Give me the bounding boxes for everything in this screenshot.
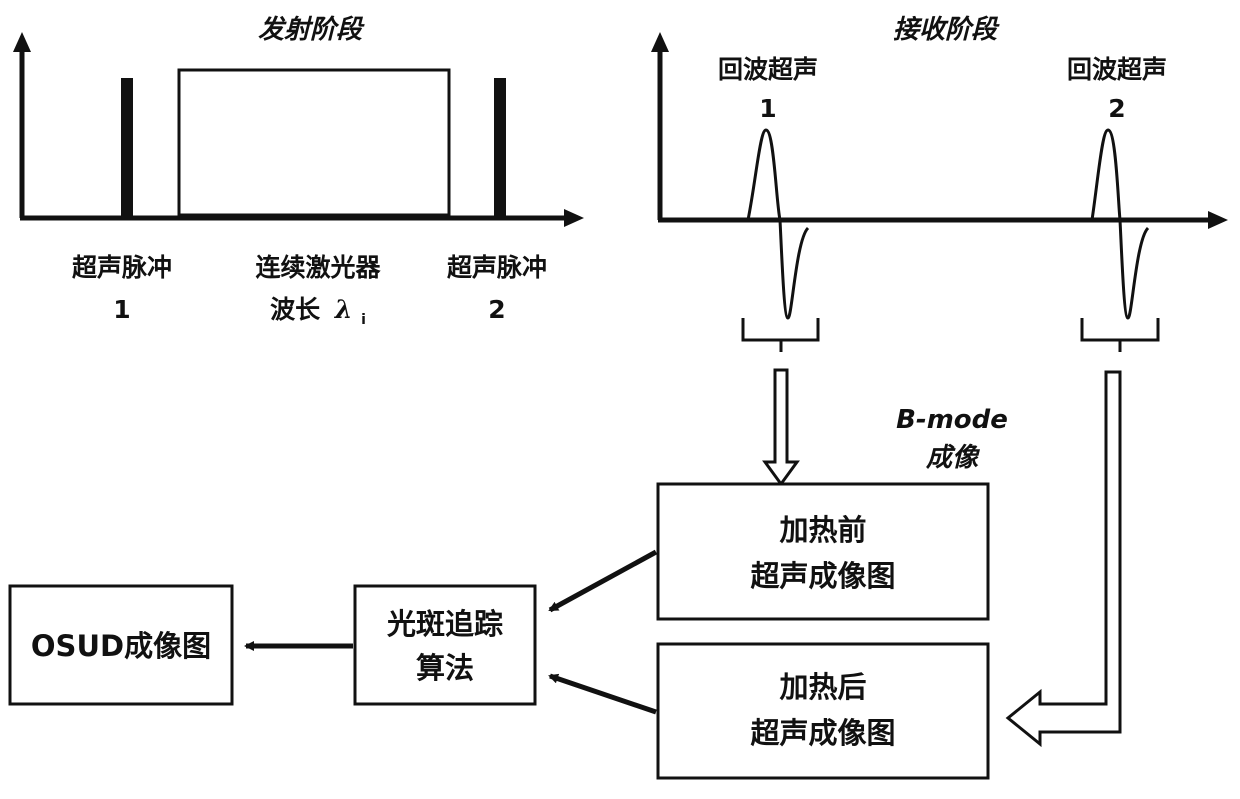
transmit-stage-title: 发射阶段	[258, 15, 365, 45]
echo-1-to-before-arrow	[765, 370, 797, 484]
laser-wavelength-subscript: i	[361, 312, 366, 328]
echo-2-label-line1: 回波超声	[1067, 55, 1167, 84]
after-heating-box	[658, 644, 988, 778]
laser-label-line2: 波长 λ i	[270, 295, 366, 328]
before-heating-line2: 超声成像图	[750, 559, 895, 593]
ultrasound-pulse-1-bar	[121, 78, 133, 218]
after-heating-line2: 超声成像图	[750, 716, 895, 750]
receive-stage-title: 接收阶段	[893, 15, 1000, 45]
osud-image-label: OSUD成像图	[31, 629, 211, 663]
pulse-1-label-line2: 1	[113, 295, 130, 324]
transmit-x-axis-arrow	[564, 209, 584, 227]
receive-y-axis-arrow	[651, 32, 669, 52]
transmit-stage-chart: 发射阶段 超声脉冲 1 连续激光器 波长 λ i 超声脉冲 2	[13, 15, 584, 328]
speckle-tracking-box	[355, 586, 535, 704]
laser-label-line1: 连续激光器	[255, 253, 381, 282]
echo-1-label-line2: 1	[759, 94, 776, 123]
echo-2-bracket	[1082, 318, 1158, 352]
receive-x-axis-arrow	[1208, 211, 1228, 229]
laser-wavelength-symbol: λ	[334, 295, 353, 324]
laser-wavelength-word: 波长	[270, 295, 321, 324]
before-to-speckle-arrow	[550, 552, 656, 610]
before-heating-line1: 加热前	[779, 513, 866, 547]
speckle-tracking-line2: 算法	[416, 651, 474, 685]
speckle-tracking-line1: 光斑追踪	[387, 607, 503, 641]
echo-1-waveform	[748, 130, 808, 318]
bmode-label-line1: B-mode	[896, 405, 1008, 435]
transmit-y-axis-arrow	[13, 32, 31, 52]
echo-2-label-line2: 2	[1108, 94, 1125, 123]
echo-1-bracket	[743, 318, 818, 352]
after-to-speckle-arrow	[550, 676, 656, 712]
pulse-1-label-line1: 超声脉冲	[72, 253, 172, 282]
echo-1-label-line1: 回波超声	[718, 55, 818, 84]
echo-2-waveform	[1092, 130, 1148, 318]
after-heating-line1: 加热后	[779, 670, 866, 704]
pulse-2-label-line2: 2	[488, 295, 505, 324]
pulse-2-label-line1: 超声脉冲	[447, 253, 547, 282]
echo-2-to-after-arrow	[1008, 372, 1120, 744]
receive-stage-chart: 接收阶段 回波超声 1 回波超声 2	[651, 15, 1228, 352]
ultrasound-pulse-2-bar	[494, 78, 506, 218]
continuous-laser-rect	[179, 70, 449, 218]
before-heating-box	[658, 484, 988, 619]
bmode-label-line2: 成像	[925, 443, 981, 473]
